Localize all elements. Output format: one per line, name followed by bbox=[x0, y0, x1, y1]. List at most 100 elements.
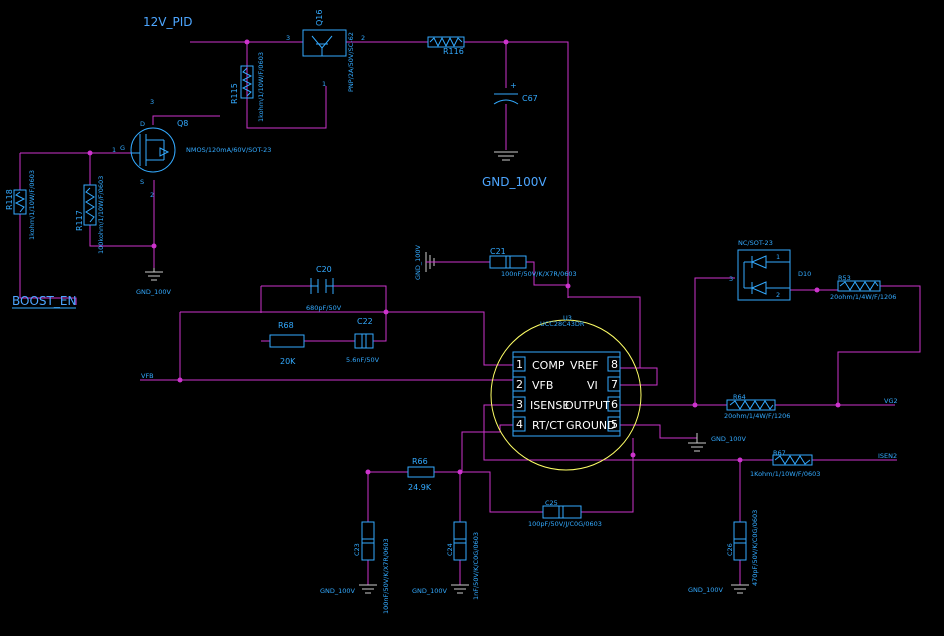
q8-letter-s: S bbox=[140, 178, 144, 186]
q8-value: NMOS/120mA/60V/SOT-23 bbox=[186, 146, 271, 154]
q8-letter-d: D bbox=[140, 120, 145, 128]
u3-ic: UCC28C43DR U3 1 2 3 4 COMP VFB ISENSE RT… bbox=[490, 314, 642, 471]
junction-dots bbox=[87, 39, 841, 475]
u3-pin-4-number: 4 bbox=[516, 418, 523, 431]
c20-ref: C20 bbox=[316, 265, 332, 274]
c26-value: 470pF/50V/K/C0G/0603 bbox=[751, 510, 759, 586]
r115-ref: R115 bbox=[230, 83, 239, 104]
c67-capacitor: + C67 bbox=[493, 81, 538, 150]
u3-pin-5-name: GROUND bbox=[566, 419, 616, 432]
q8-pin-2: 2 bbox=[150, 191, 154, 199]
r117-resistor: R117 100kohm/1/10W/F/0603 bbox=[75, 176, 105, 254]
d10-ref: D10 bbox=[798, 270, 811, 278]
c23-value: 100nF/50V/K/X7R/0603 bbox=[382, 538, 390, 614]
r64-ref: R64 bbox=[733, 393, 746, 401]
u3-pin-8-name: VREF bbox=[570, 359, 598, 372]
r118-ref: R118 bbox=[5, 189, 14, 210]
q16-pin-2: 2 bbox=[361, 34, 365, 42]
r64-value: 20ohm/1/4W/F/1206 bbox=[724, 412, 790, 420]
q8-pin-1: 1 bbox=[112, 146, 116, 154]
q8-letter-g: G bbox=[120, 144, 125, 152]
r53-resistor: R53 20ohm/1/4W/F/1206 bbox=[830, 274, 896, 301]
d10-value: NC/SOT-23 bbox=[738, 239, 773, 247]
u3-pin-8-number: 8 bbox=[611, 358, 618, 371]
net-label-gnd-100v-c21: GND_100V bbox=[414, 244, 422, 280]
r66-resistor: R66 24.9K bbox=[407, 457, 435, 492]
u3-pin-7-number: 7 bbox=[611, 378, 618, 391]
net-label-gnd-100v-c24: GND_100V bbox=[412, 587, 448, 595]
r68-value: 20K bbox=[280, 357, 296, 366]
r53-ref: R53 bbox=[838, 274, 851, 282]
c20-capacitor: C20 680pF/50V bbox=[306, 265, 342, 312]
d10-pin-1: 1 bbox=[776, 253, 780, 261]
r115-resistor: R115 1kohm/1/10W/F/0603 bbox=[230, 52, 265, 122]
u3-pin-5-number: 5 bbox=[611, 418, 618, 431]
d10-pin-3: 3 bbox=[729, 275, 733, 283]
r68-resistor: R68 20K bbox=[269, 321, 305, 366]
r118-resistor: R118 1kohm/1/10W/F/0603 bbox=[5, 170, 36, 240]
r116-ref: R116 bbox=[443, 47, 464, 56]
c24-ground-symbol bbox=[451, 584, 469, 594]
c21-value: 100nF/50V/K/X7R/0603 bbox=[501, 270, 577, 278]
c21-ref: C21 bbox=[490, 247, 506, 256]
net-label-gnd-100v-c23: GND_100V bbox=[320, 587, 356, 595]
q8-ground-symbol bbox=[145, 268, 163, 281]
r67-ref: R67 bbox=[773, 449, 786, 457]
r115-value: 1kohm/1/10W/F/0603 bbox=[257, 52, 265, 122]
c26-ref: C26 bbox=[726, 543, 734, 556]
u3-value: UCC28C43DR bbox=[540, 320, 585, 328]
d10-pin-2: 2 bbox=[776, 291, 780, 299]
r117-value: 100kohm/1/10W/F/0603 bbox=[97, 176, 105, 254]
u3-ref: U3 bbox=[563, 314, 572, 322]
u3-pin-1-number: 1 bbox=[516, 358, 523, 371]
u3-pin-3-number: 3 bbox=[516, 398, 523, 411]
r53-value: 20ohm/1/4W/F/1206 bbox=[830, 293, 896, 301]
u3-pin-2-number: 2 bbox=[516, 378, 523, 391]
r66-ref: R66 bbox=[412, 457, 428, 466]
net-label-12v-pid: 12V_PID bbox=[143, 15, 193, 29]
q8-mosfet: Q8 NMOS/120mA/60V/SOT-23 3 1 2 D G S bbox=[112, 98, 271, 199]
q16-transistor: Q16 PNP/2A/50V/SC-62 3 2 1 bbox=[286, 10, 365, 92]
q16-value: PNP/2A/50V/SC-62 bbox=[347, 32, 355, 92]
r66-value: 24.9K bbox=[408, 483, 432, 492]
u3-pin-4-name: RT/CT bbox=[532, 419, 564, 432]
r116-resistor: R116 bbox=[427, 36, 465, 56]
r67-resistor: R67 1Kohm/1/10W/F/0603 bbox=[750, 449, 820, 478]
u3-highlight-ring bbox=[490, 319, 642, 471]
c23-capacitor: C23 100nF/50V/K/X7R/0603 bbox=[353, 521, 390, 614]
net-label-gnd-100v-c26: GND_100V bbox=[688, 586, 724, 594]
c67-ref: C67 bbox=[522, 94, 538, 103]
q16-ref: Q16 bbox=[315, 10, 324, 26]
q8-pin-3: 3 bbox=[150, 98, 154, 106]
r117-ref: R117 bbox=[75, 210, 84, 231]
net-label-isen2: ISEN2 bbox=[878, 452, 897, 460]
u3-pin-6-name: OUTPUT bbox=[565, 399, 610, 412]
c26-ground-symbol bbox=[731, 584, 749, 594]
q16-pin-1: 1 bbox=[322, 80, 326, 88]
c22-value: 5.6nF/50V bbox=[346, 356, 380, 364]
net-label-vfb: VFB bbox=[141, 372, 154, 380]
q8-ref: Q8 bbox=[177, 119, 188, 128]
c25-ref: C25 bbox=[545, 499, 558, 507]
c67-ground-symbol bbox=[494, 151, 518, 161]
net-label-gnd-100v-q8: GND_100V bbox=[136, 288, 172, 296]
u3-pin-3-name: ISENSE bbox=[530, 399, 569, 412]
net-label-vg2: VG2 bbox=[884, 397, 898, 405]
r118-value: 1kohm/1/10W/F/0603 bbox=[28, 170, 36, 240]
c24-value: 1nF/50V/K/C0G/0603 bbox=[472, 532, 480, 600]
c25-capacitor: C25 100pF/50V/J/C0G/0603 bbox=[528, 499, 602, 528]
u3-pin-6-number: 6 bbox=[611, 398, 618, 411]
q16-pin-3: 3 bbox=[286, 34, 290, 42]
r67-value: 1Kohm/1/10W/F/0603 bbox=[750, 470, 820, 478]
c24-ref: C24 bbox=[446, 543, 454, 556]
d10-diode: NC/SOT-23 D10 3 1 2 bbox=[729, 239, 811, 301]
c67-polarity: + bbox=[510, 81, 517, 90]
c20-value: 680pF/50V bbox=[306, 304, 342, 312]
r68-ref: R68 bbox=[278, 321, 294, 330]
c25-value: 100pF/50V/J/C0G/0603 bbox=[528, 520, 602, 528]
net-label-boost-en: BOOST_EN bbox=[12, 294, 76, 308]
c24-capacitor: C24 1nF/50V/K/C0G/0603 bbox=[446, 521, 480, 600]
net-label-gnd-100v-c67: GND_100V bbox=[482, 175, 547, 189]
u3-ground-symbol bbox=[688, 433, 706, 452]
